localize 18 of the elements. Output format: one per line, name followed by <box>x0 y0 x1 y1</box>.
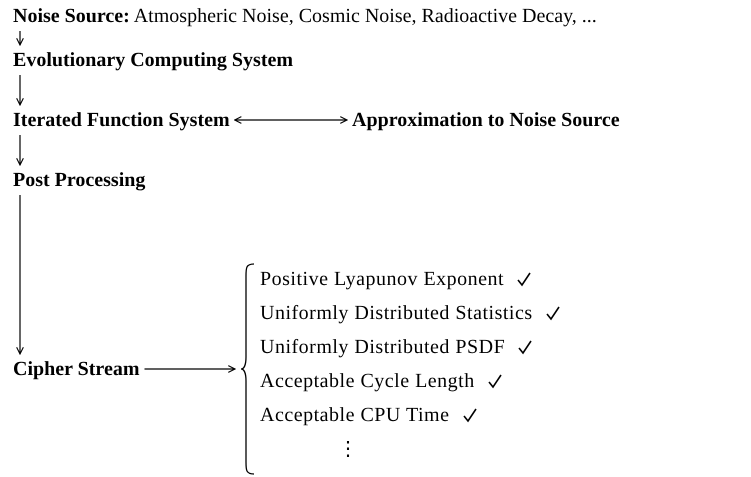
node-text: Approximation to Noise Source <box>352 108 620 132</box>
arrow <box>16 75 24 106</box>
arrow <box>16 135 24 166</box>
arrow <box>144 365 236 373</box>
node-text: Iterated Function System <box>13 108 230 132</box>
arrow <box>16 195 24 355</box>
criterion-text: Uniformly Distributed PSDF <box>260 335 506 360</box>
node-text: Noise Source: Atmospheric Noise, Cosmic Noise, Radioactive Decay, ... <box>13 4 597 28</box>
criterion-text: Uniformly Distributed Statistics <box>260 301 533 326</box>
node-text: Evolutionary Computing System <box>13 48 294 72</box>
arrow <box>16 31 24 46</box>
criterion-text: Positive Lyapunov Exponent <box>260 267 504 292</box>
arrow <box>234 116 348 124</box>
criterion-text: Acceptable CPU Time <box>260 403 450 428</box>
node-text: Cipher Stream <box>13 357 140 381</box>
vertical-ellipsis: ⋮ <box>337 437 358 462</box>
criterion-text: Acceptable Cycle Length <box>260 369 475 394</box>
node-text: Post Processing <box>13 168 146 192</box>
